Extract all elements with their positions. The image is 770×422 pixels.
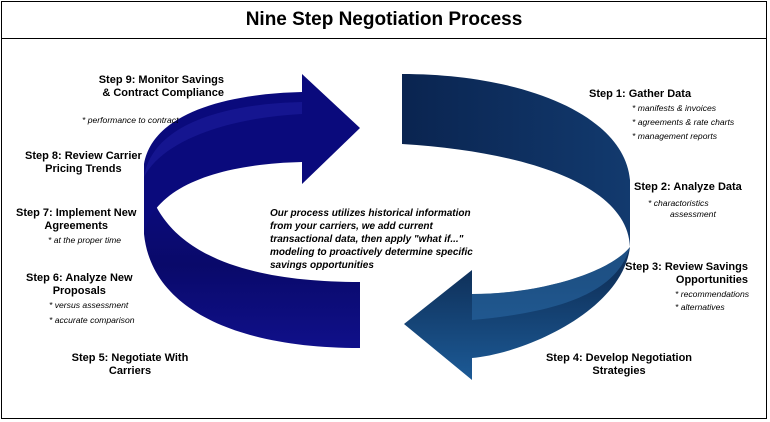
step-4-line-1: Step 4: Develop Negotiation	[545, 352, 693, 364]
step-5-line-1: Step 5: Negotiate With	[71, 352, 189, 364]
step-7-line-2: Agreements	[44, 220, 108, 232]
step-6-line-2: Proposals	[52, 285, 106, 297]
diagram-title: Nine Step Negotiation Process	[245, 9, 523, 30]
left-arrow-body	[144, 74, 360, 234]
step-5-label: Step 5: Negotiate With Carriers	[60, 352, 200, 378]
step-3-line-2: Opportunities	[675, 274, 748, 286]
step-9-line-2: & Contract Compliance	[102, 87, 224, 99]
right-arrow-side-shade	[472, 247, 630, 320]
step-4-label: Step 4: Develop Negotiation Strategies	[529, 352, 709, 378]
step-1-note-3: * management reports	[632, 131, 718, 141]
step-8-label: Step 8: Review Carrier Pricing Trends	[25, 150, 142, 176]
step-8-line-1: Step 8: Review Carrier	[25, 150, 142, 162]
step-1-note-1: * manifests & invoices	[632, 103, 717, 113]
right-arrow-top-band	[402, 74, 630, 247]
step-6-note-1: * versus assessment	[49, 300, 129, 310]
step-1-label: Step 1: Gather Data	[589, 88, 692, 100]
title-bar: Nine Step Negotiation Process	[2, 2, 766, 39]
step-3-line-1: Step 3: Review Savings	[625, 261, 748, 273]
process-description: Our process utilizes historical informat…	[270, 208, 473, 271]
step-2-note-2: assessment	[670, 209, 716, 219]
step-7-note: * at the proper time	[48, 235, 122, 245]
step-6-line-1: Step 6: Analyze New	[26, 272, 133, 284]
step-3-note-1: * recommendations	[675, 289, 750, 299]
left-arrow-highlight	[144, 102, 302, 177]
step-8-line-2: Pricing Trends	[45, 163, 122, 175]
step-9-note: * performance to contract	[82, 115, 179, 125]
step-1-note-2: * agreements & rate charts	[632, 117, 735, 127]
step-3-label: Step 3: Review Savings Opportunities	[602, 261, 748, 287]
step-9-line-1: Step 9: Monitor Savings	[98, 74, 224, 86]
step-7-line-1: Step 7: Implement New	[16, 207, 137, 219]
step-2-note-1: * charactoristics	[648, 198, 709, 208]
step-2-label: Step 2: Analyze Data	[634, 181, 742, 193]
step-5-line-2: Carriers	[108, 365, 152, 377]
step-3-note-2: * alternatives	[675, 302, 725, 312]
left-arrow-bottom-band	[144, 164, 360, 348]
step-9-label: Step 9: Monitor Savings & Contract Compl…	[62, 74, 224, 100]
step-4-line-2: Strategies	[592, 365, 646, 377]
step-6-label: Step 6: Analyze New Proposals	[26, 272, 133, 298]
step-7-label: Step 7: Implement New Agreements	[16, 207, 136, 233]
step-6-note-2: * accurate comparison	[49, 315, 135, 325]
right-arrow-body	[404, 180, 630, 380]
